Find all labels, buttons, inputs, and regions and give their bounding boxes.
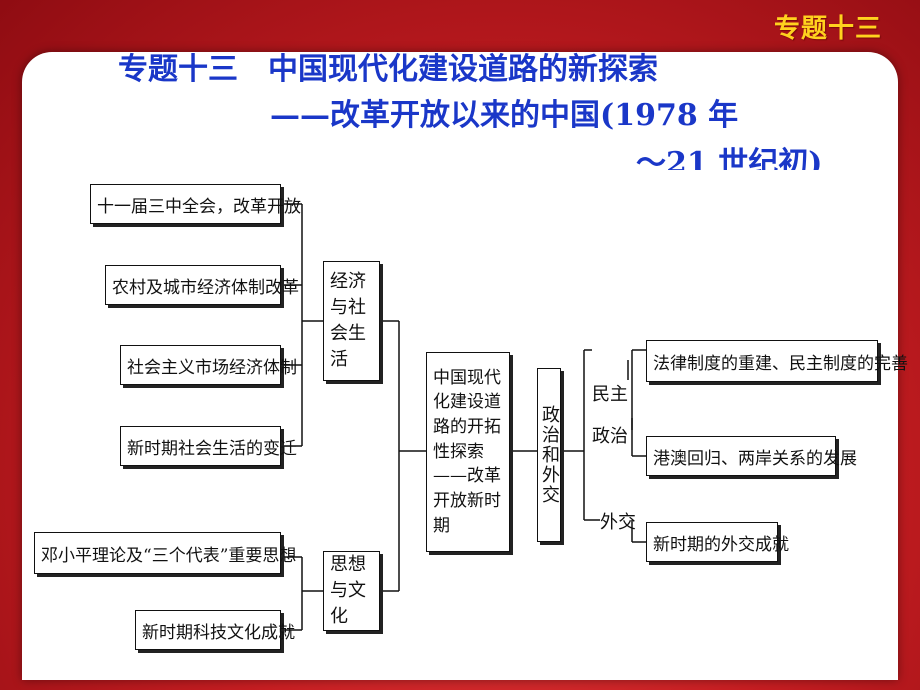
concept-diagram: 十一届三中全会，改革开放 农村及城市经济体制改革 社会主义市场经济体制 新时期社… (34, 170, 908, 660)
connector-lines (281, 203, 646, 631)
group-economy-society: 经济与社会生活 (323, 261, 380, 381)
node-social-life-changes: 新时期社会生活的变迁 (120, 426, 297, 466)
node-politics-diplomacy: 政治和外交 (537, 368, 561, 542)
node-tech-culture: 新时期科技文化成就 (135, 610, 295, 650)
node-market-economy: 社会主义市场经济体制 (120, 345, 297, 385)
node-third-plenum: 十一届三中全会，改革开放 (90, 184, 301, 224)
label-diplomacy: 外交 (600, 512, 636, 533)
title-line-2: ——改革开放以来的中国(1978 年 (270, 98, 739, 133)
node-hk-macao-taiwan: 港澳回归、两岸关系的发展 (646, 436, 857, 476)
node-economic-reform: 农村及城市经济体制改革 (105, 265, 299, 305)
corner-topic-label: 专题十三 (773, 14, 882, 44)
node-diplomatic-achievements: 新时期的外交成就 (646, 522, 789, 562)
node-deng-theory: 邓小平理论及“三个代表”重要思想 (34, 532, 296, 574)
label-democratic-politics: 民主政治 (592, 384, 628, 447)
node-legal-democratic-system: 法律制度的重建、民主制度的完善 (646, 340, 908, 382)
title-line-3: ～21 世纪初) (636, 146, 823, 170)
title-line-1: 专题十三 中国现代化建设道路的新探索 (118, 52, 658, 87)
center-node-reform-era: 中国现代化建设道路的开拓性探索——改革开放新时期 (426, 352, 510, 552)
group-thought-culture: 思想与文化 (323, 551, 380, 631)
